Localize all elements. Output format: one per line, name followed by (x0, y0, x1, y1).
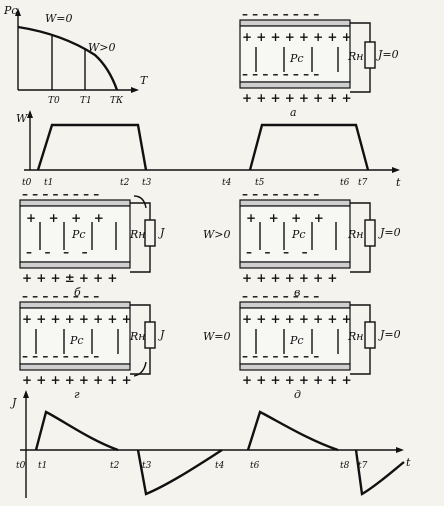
j-tick-t4: t4 (215, 461, 225, 471)
w-tick-t3: t3 (142, 178, 152, 188)
panel-a: – – – – – – – – + + + + + + + + – – – – … (239, 7, 399, 119)
pc-vs-t-graph: Pс T W=0 W>0 T0 T1 TК (3, 4, 149, 106)
w-t-label: t (396, 176, 401, 189)
svg-text:+ + + +: + + + + (26, 211, 104, 225)
svg-text:– – – – – – – –: – – – – – – – – (22, 187, 99, 201)
w-tick-t0: t0 (22, 178, 32, 188)
tick-T1: T1 (80, 96, 92, 106)
condition-w-pos: W>0 (203, 228, 231, 241)
w-pulse-1 (36, 123, 148, 171)
panel-g-current: J (158, 328, 165, 341)
tick-TK: TК (110, 96, 124, 106)
panel-a-load: Rн (347, 50, 364, 63)
svg-text:+ + + + + + + +: + + + + + + + + (22, 312, 132, 326)
svg-text:+ + + + + + + +: + + + + + + + + (22, 373, 132, 387)
svg-text:– – – – – – – –: – – – – – – – – (242, 187, 319, 201)
t-label: T (140, 74, 149, 87)
w-timing-graph: W t t0 t1 t2 t3 t4 t5 t6 t7 (16, 110, 401, 189)
panel-a-crystal-label: Pс (289, 52, 304, 65)
panel-b-id: б (74, 286, 81, 299)
tick-T0: T0 (48, 96, 60, 106)
svg-text:– – – – – – – –: – – – – – – – – (242, 289, 319, 303)
panel-d-id: д (294, 388, 301, 401)
svg-text:– – – – – – – –: – – – – – – – – (242, 67, 319, 81)
w-tick-t7: t7 (358, 178, 368, 188)
w-pulse-2 (248, 123, 370, 171)
panel-v-load: Rн (347, 228, 364, 241)
j-pulse-1 (34, 410, 119, 452)
j-pulse-4 (354, 449, 405, 496)
panel-g-load: Rн (129, 330, 146, 343)
panel-v-crystal-label: Pс (291, 228, 306, 241)
j-pulse-2 (136, 448, 223, 496)
w-tick-t4: t4 (222, 178, 232, 188)
svg-text:– – – – – – – –: – – – – – – – – (242, 349, 319, 363)
svg-text:– – – – – – – –: – – – – – – – – (242, 7, 319, 21)
panel-a-id: а (290, 106, 297, 119)
j-tick-t6: t6 (250, 461, 260, 471)
svg-text:– – – – – – – –: – – – – – – – – (22, 289, 99, 303)
pc-label: Pс (3, 4, 18, 17)
j-tick-t2: t2 (110, 461, 120, 471)
svg-text:+ + + +: + + + + (246, 211, 324, 225)
svg-text:– – – –: – – – – (246, 245, 308, 259)
panel-b: – – – – – – – – + + + + – – – – + + + ± … (19, 187, 165, 299)
svg-text:+ + + + + + + +: + + + + + + + + (242, 312, 352, 326)
j-tick-t3: t3 (142, 461, 152, 471)
panel-g-crystal-label: Pс (69, 334, 84, 347)
w-tick-t5: t5 (255, 178, 265, 188)
panel-v-id: в (294, 286, 300, 299)
j-tick-t8: t8 (340, 461, 350, 471)
svg-text:+ + + + + + +: + + + + + + + (242, 271, 337, 285)
j-tick-t0: t0 (16, 461, 26, 471)
w-zero-label: W=0 (45, 12, 73, 25)
pc-axis-arrow (15, 8, 21, 16)
panel-g-id: г (74, 388, 80, 401)
j-tick-t1: t1 (38, 461, 47, 471)
panel-d-current: J=0 (378, 328, 401, 341)
panel-b-crystal-label: Pс (71, 228, 86, 241)
panel-g: – – – – – – – – + + + + + + + + – – – – … (19, 289, 165, 401)
j-timing-graph: J t t0 t1 t2 t3 t4 t6 t8 t7 (10, 390, 411, 498)
panel-d: – – – – – – – – + + + + + + + + – – – – … (239, 289, 401, 401)
svg-text:+ + + ± + + +: + + + ± + + + (22, 271, 117, 285)
svg-text:+ + + + + + + +: + + + + + + + + (242, 91, 352, 105)
svg-text:– – – –: – – – – (26, 245, 88, 259)
panel-a-current: J=0 (376, 48, 399, 61)
panel-d-crystal-label: Pс (289, 334, 304, 347)
j-pulse-3 (246, 410, 339, 452)
svg-text:– – – – – – – –: – – – – – – – – (22, 349, 99, 363)
pc-curve (17, 25, 119, 91)
w-tick-t2: t2 (120, 178, 130, 188)
panel-v: – – – – – – – – + + + + – – – – + + + + … (239, 187, 401, 299)
w-tick-t6: t6 (340, 178, 350, 188)
condition-w-zero: W=0 (203, 330, 231, 343)
panel-b-load: Rн (129, 228, 146, 241)
panel-b-current: J (158, 226, 165, 239)
w-tick-t1: t1 (44, 178, 53, 188)
w-label: W (16, 112, 29, 125)
t-axis-arrow (131, 87, 139, 93)
j-label: J (10, 396, 17, 409)
svg-text:+ + + + + + + +: + + + + + + + + (242, 373, 352, 387)
j-tick-t7: t7 (358, 461, 368, 471)
panel-d-load: Rн (347, 330, 364, 343)
w-pos-label: W>0 (88, 41, 116, 54)
panel-v-current: J=0 (378, 226, 401, 239)
j-t-label: t (406, 456, 411, 469)
svg-text:+ + + + + + + +: + + + + + + + + (242, 30, 352, 44)
